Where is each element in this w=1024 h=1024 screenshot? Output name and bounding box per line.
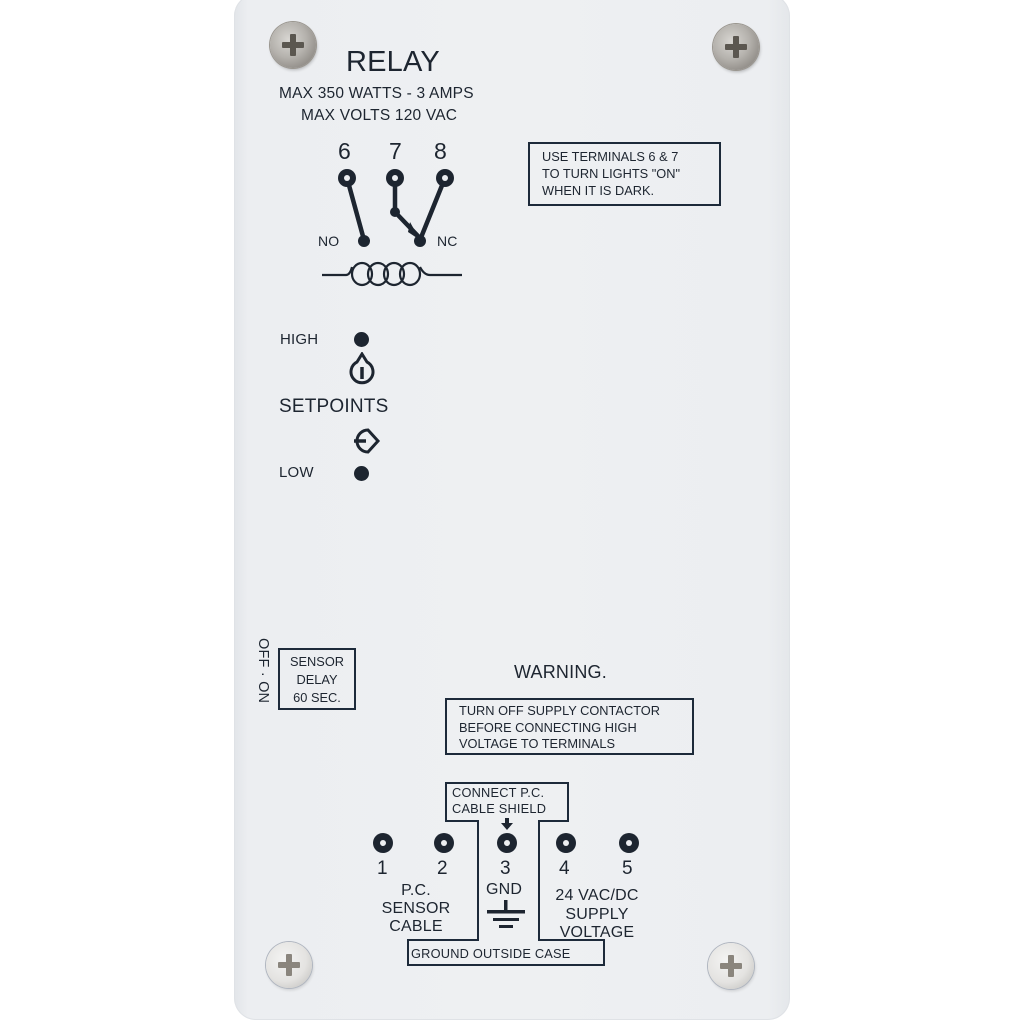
sensor-delay-line: SENSOR (289, 654, 345, 669)
terminal-2-label: 2 (437, 858, 448, 879)
cable-line: SENSOR (381, 900, 451, 917)
terminal-1-label: 1 (377, 858, 388, 879)
low-setpoint-indicator (354, 466, 369, 481)
terminal-2[interactable] (434, 833, 454, 853)
ground-symbol-icon (487, 900, 525, 928)
decrease-knob-icon[interactable] (344, 425, 382, 457)
shield-box-text: CONNECT P.C. CABLE SHIELD (452, 785, 546, 817)
setpoint-high-label: HIGH (280, 331, 319, 348)
screw-icon-bottom-right (708, 943, 754, 989)
terminal-6-label: 6 (338, 138, 351, 164)
terminal-1[interactable] (373, 833, 393, 853)
terminal-7-label: 7 (389, 138, 402, 164)
ground-outside-case-label: GROUND OUTSIDE CASE (411, 946, 571, 961)
supply-line: SUPPLY (565, 905, 629, 923)
terminal-note-box: USE TERMINALS 6 & 7 TO TURN LIGHTS "ON" … (528, 142, 721, 206)
high-setpoint-indicator (354, 332, 369, 347)
setpoints-label: SETPOINTS (279, 396, 389, 417)
warning-line: TURN OFF SUPPLY CONTACTOR (459, 703, 660, 718)
supply-line: VOLTAGE (559, 924, 635, 941)
shield-line: CABLE SHIELD (452, 801, 547, 816)
rating-watts-amps: MAX 350 WATTS - 3 AMPS (279, 85, 474, 102)
cable-line: P.C. (401, 882, 431, 899)
note-line: WHEN IT IS DARK. (542, 183, 655, 198)
screw-icon-top-left (270, 22, 316, 68)
terminal-3[interactable] (497, 833, 517, 853)
sensor-delay-line: 60 SEC. (293, 690, 341, 705)
ground-wiring-outline (407, 782, 605, 966)
shield-line: CONNECT P.C. (452, 785, 545, 800)
gnd-label: GND (486, 881, 523, 898)
contact-nc-label: NC (437, 233, 458, 249)
off-on-switch-label[interactable]: OFF · ON (255, 638, 271, 704)
note-line: TO TURN LIGHTS "ON" (542, 166, 681, 181)
warning-line: VOLTAGE TO TERMINALS (459, 736, 615, 751)
setpoint-low-label: LOW (279, 464, 314, 481)
cable-line: CABLE (389, 918, 443, 935)
screw-icon-top-right (713, 24, 759, 70)
rating-volts: MAX VOLTS 120 VAC (301, 107, 458, 124)
relay-contact-diagram-icon (338, 169, 454, 247)
increase-knob-icon[interactable] (346, 352, 378, 386)
warning-title: WARNING. (514, 662, 607, 682)
arrow-down-icon (501, 818, 513, 830)
coil-icon (322, 261, 462, 287)
terminal-5[interactable] (619, 833, 639, 853)
pc-sensor-cable-label: P.C. SENSOR CABLE (366, 882, 466, 936)
sensor-delay-line: DELAY (296, 672, 338, 687)
supply-voltage-label: 24 VAC/DC SUPPLY VOLTAGE (546, 887, 648, 943)
terminal-3-label: 3 (500, 858, 511, 879)
relay-title: RELAY (346, 46, 440, 78)
terminal-4-label: 4 (559, 858, 570, 879)
screw-icon-bottom-left (266, 942, 312, 988)
terminal-8-label: 8 (434, 138, 447, 164)
supply-line: 24 VAC/DC (555, 887, 639, 904)
terminal-5-label: 5 (622, 858, 633, 879)
sensor-delay-box: SENSOR DELAY 60 SEC. (278, 648, 356, 710)
terminal-4[interactable] (556, 833, 576, 853)
warning-box: TURN OFF SUPPLY CONTACTOR BEFORE CONNECT… (445, 698, 694, 755)
warning-line: BEFORE CONNECTING HIGH (459, 719, 637, 735)
contact-no-label: NO (318, 233, 340, 249)
note-line: USE TERMINALS 6 & 7 (542, 149, 679, 164)
